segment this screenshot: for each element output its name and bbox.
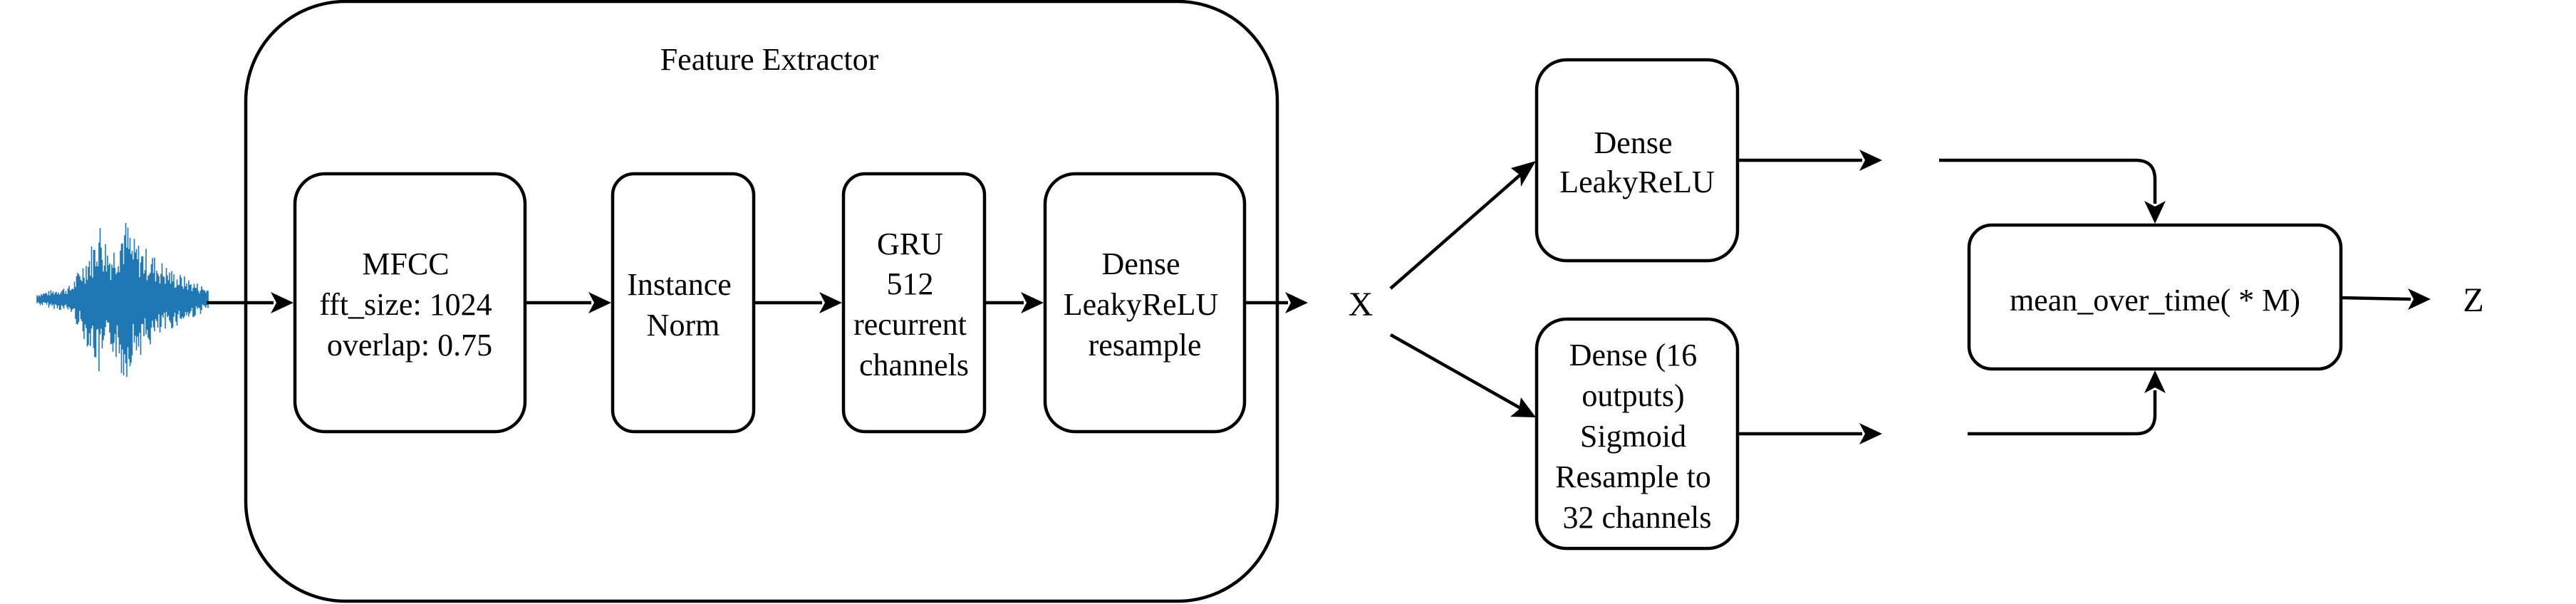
dense-leakyrelu-label: Dense LeakyReLU (1559, 125, 1714, 199)
gru-line-4: channels (859, 348, 969, 382)
dense-bottom-line-3: Sigmoid (1580, 419, 1686, 454)
arrow-dense-to-x (1245, 292, 1308, 313)
fe-dense-line-3: resample (1089, 328, 1202, 363)
dense-bottom-line-2: outputs) (1582, 378, 1684, 413)
arrow-x-to-dense-top (1389, 161, 1536, 290)
feature-extractor-title: Feature Extractor (660, 42, 879, 77)
arrow-mean-to-z (2340, 288, 2431, 310)
mfcc-line-2: fft_size: 1024 (319, 287, 492, 322)
instance-norm-box (611, 172, 756, 434)
arrow-bottom-into-mean (1968, 370, 2166, 436)
dense-leakyrelu-box (1534, 58, 1740, 263)
z-label: Z (2463, 281, 2483, 319)
mfcc-line-3: overlap: 0.75 (327, 328, 492, 363)
arrow-wave-to-mfcc (207, 292, 294, 313)
dense-bottom-line-5: 32 channels (1563, 500, 1712, 535)
arrow-dense-bottom-out (1738, 423, 1882, 444)
gru-line-1: GRU (877, 226, 943, 261)
gru-line-3: recurrent (853, 307, 967, 342)
instance-norm-line-1: Instance (627, 267, 732, 302)
arrow-norm-to-gru (754, 292, 842, 313)
mean-over-time-box (1967, 223, 2343, 371)
fe-dense-label: Dense LeakyReLU resample (1064, 246, 1226, 363)
gru-label: GRU 512 recurrent channels (853, 226, 975, 382)
gru-box (841, 172, 987, 434)
fe-dense-line-2: LeakyReLU (1064, 287, 1218, 322)
dense-top-line-2: LeakyReLU (1559, 165, 1714, 199)
mean-over-time-label: mean_over_time( * M) (2010, 283, 2300, 318)
dense-bottom-line-4: Resample to (1555, 459, 1711, 494)
fe-dense-line-1: Dense (1102, 246, 1180, 281)
audio-waveform (36, 223, 209, 378)
arrow-mfcc-to-norm (525, 292, 611, 313)
x-label: X (1349, 286, 1373, 323)
dense-bottom-line-1: Dense (16 (1569, 338, 1698, 373)
dense-top-line-1: Dense (1594, 125, 1673, 160)
gru-line-2: 512 (887, 266, 934, 301)
arrow-gru-to-dense (985, 292, 1044, 313)
instance-norm-label: Instance Norm (627, 267, 739, 343)
mfcc-line-1: MFCC (362, 246, 449, 281)
waveform-trace (36, 223, 209, 378)
arrow-x-to-dense-bottom (1389, 333, 1536, 417)
dense-sigmoid-label: Dense (16 outputs) Sigmoid Resample to 3… (1555, 338, 1719, 535)
arrow-dense-top-out (1738, 150, 1882, 171)
instance-norm-line-2: Norm (647, 308, 720, 343)
mfcc-label: MFCC fft_size: 1024 overlap: 0.75 (319, 246, 499, 363)
arrow-top-into-mean (1939, 158, 2166, 224)
